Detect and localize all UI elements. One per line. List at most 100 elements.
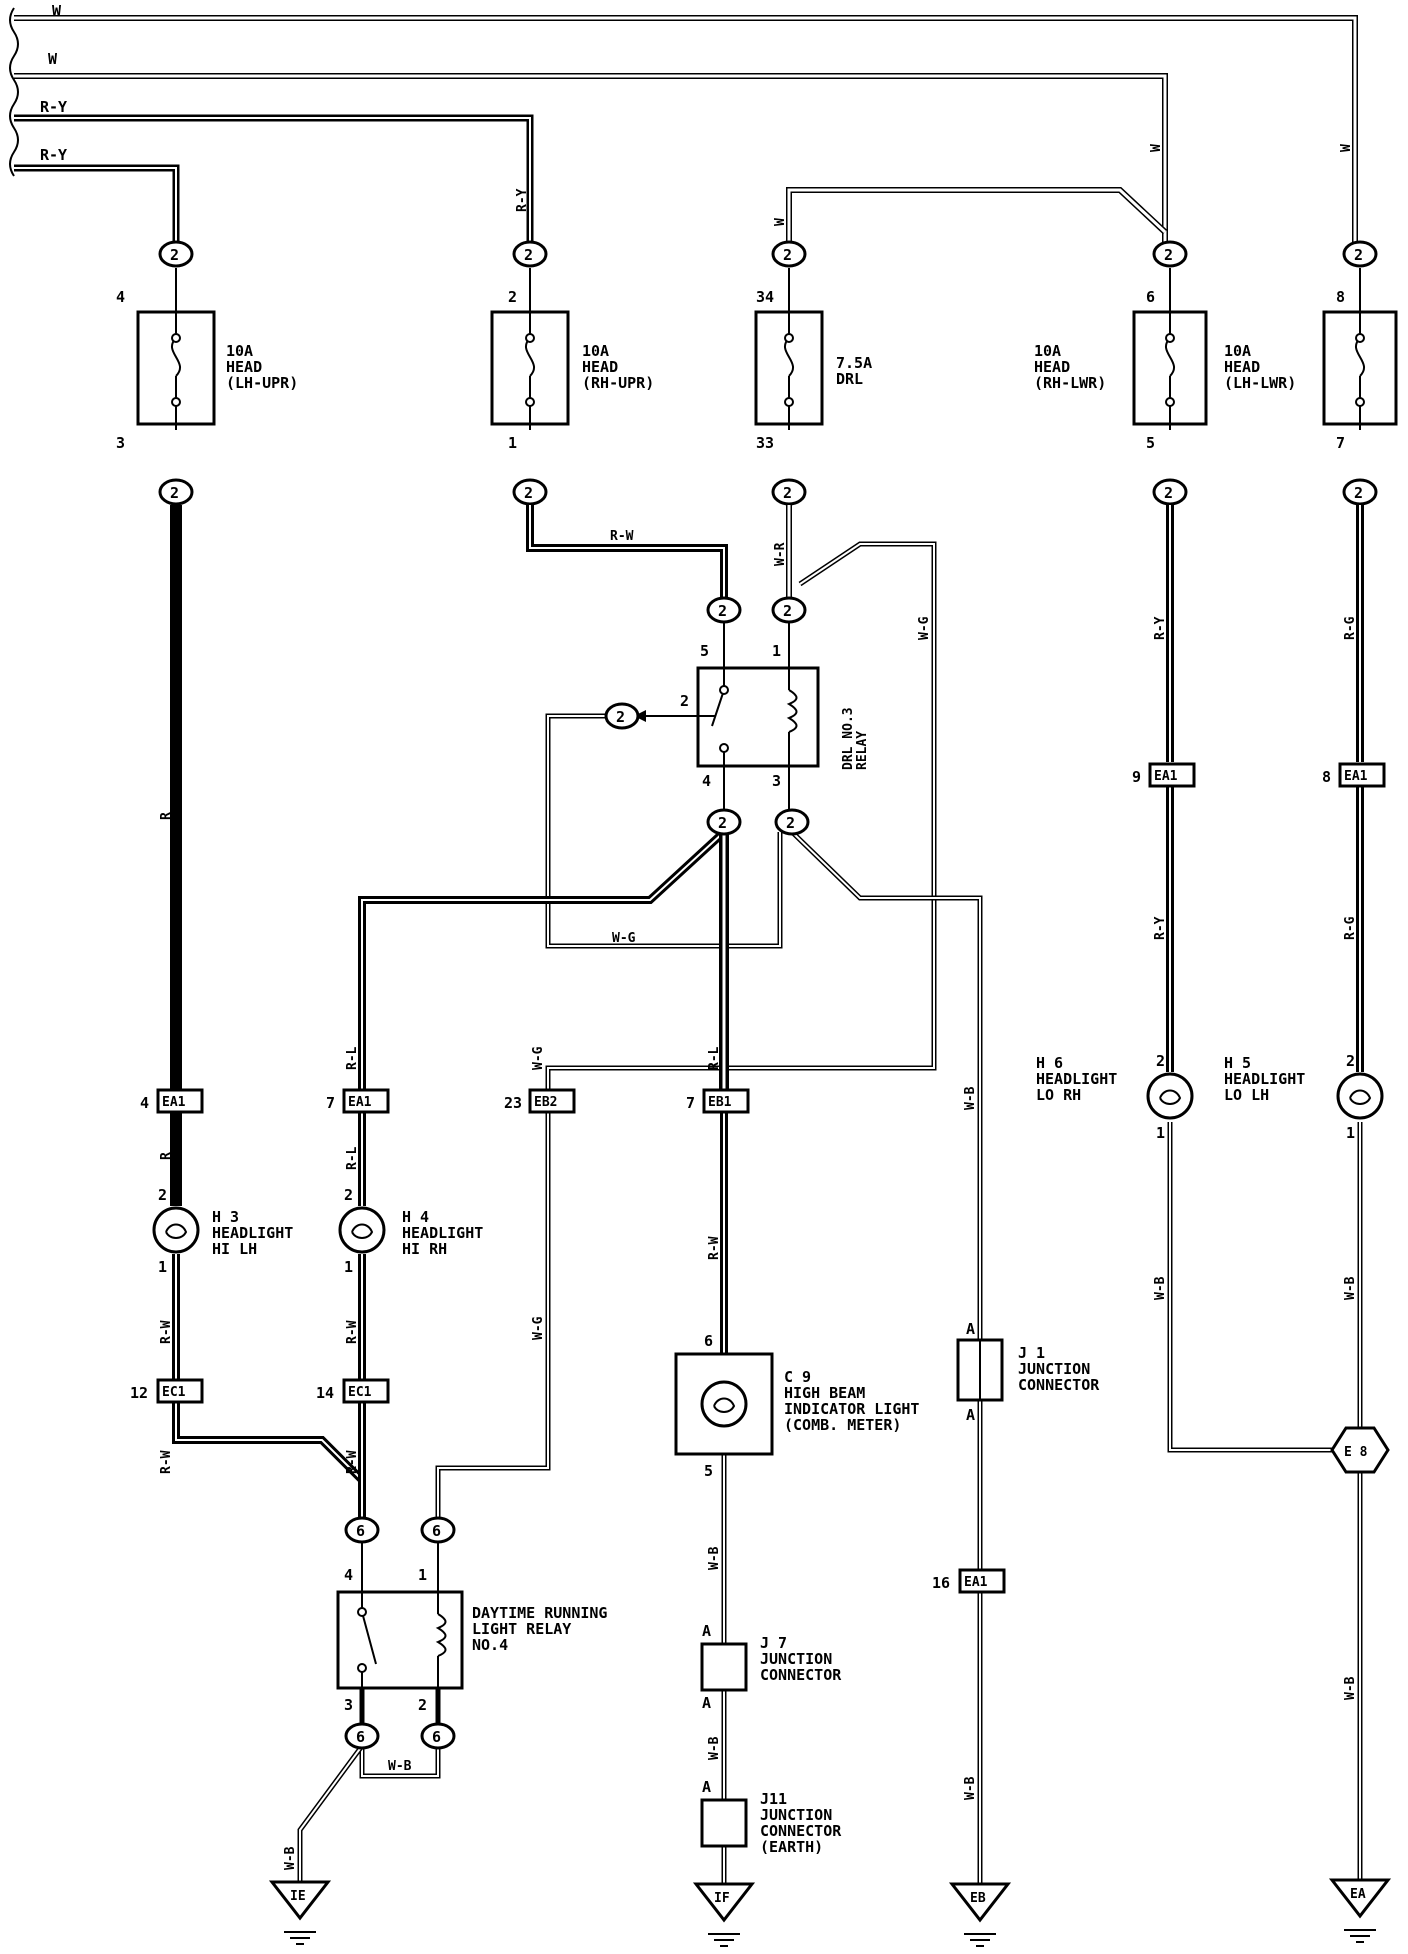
svg-text:W-G: W-G: [531, 1046, 546, 1070]
svg-text:R-G: R-G: [1343, 916, 1358, 940]
svg-text:A: A: [702, 1694, 711, 1712]
label-w-rhlwr: W: [1149, 144, 1164, 152]
svg-text:6: 6: [432, 1522, 441, 1540]
svg-text:EB1: EB1: [708, 1095, 732, 1110]
svg-text:2: 2: [718, 814, 727, 832]
svg-text:JUNCTION: JUNCTION: [760, 1806, 832, 1824]
svg-text:RELAY: RELAY: [855, 731, 870, 770]
j11-junction-connector: A J11 JUNCTION CONNECTOR (EARTH): [700, 1778, 842, 1856]
svg-text:6: 6: [356, 1728, 365, 1746]
svg-text:2: 2: [418, 1696, 427, 1714]
label-w-lhlwr: W: [1339, 144, 1354, 152]
svg-text:IF: IF: [714, 1891, 730, 1906]
svg-text:1: 1: [1346, 1124, 1355, 1142]
svg-text:J 7: J 7: [760, 1634, 787, 1652]
svg-text:8: 8: [1322, 768, 1331, 786]
svg-text:HEADLIGHT: HEADLIGHT: [1224, 1070, 1305, 1088]
svg-text:R: R: [159, 1152, 174, 1160]
svg-text:16: 16: [932, 1574, 950, 1592]
svg-text:2: 2: [680, 692, 689, 710]
svg-text:H 6: H 6: [1036, 1054, 1063, 1072]
svg-text:EB: EB: [970, 1891, 986, 1906]
svg-text:W-B: W-B: [707, 1736, 722, 1760]
svg-text:INDICATOR LIGHT: INDICATOR LIGHT: [784, 1400, 919, 1418]
drl-no3-relay: 2 2 2 2 2 5 1 2 4 3 DRL NO.3 RELAY: [604, 596, 870, 836]
label-ry-vert: R-Y: [515, 188, 530, 212]
svg-text:(LH-UPR): (LH-UPR): [226, 374, 298, 392]
svg-text:EA1: EA1: [162, 1095, 186, 1110]
svg-text:W-B: W-B: [388, 1759, 412, 1774]
svg-text:IE: IE: [290, 1889, 306, 1904]
svg-text:6: 6: [432, 1728, 441, 1746]
svg-text:4: 4: [140, 1094, 149, 1112]
svg-text:12: 12: [130, 1384, 148, 1402]
harness-break: [9, 7, 19, 177]
svg-text:7: 7: [686, 1094, 695, 1112]
drl-no4-relay: 6 6 6 6 4 1 3 2 DAYTIME RUNNING LIGHT RE…: [336, 1516, 607, 1750]
svg-text:2: 2: [1156, 1052, 1165, 1070]
fuse-head-lh-lwr: 2 8 7 10A HEAD (LH-LWR) 2: [1224, 240, 1398, 506]
svg-text:HEAD: HEAD: [1224, 358, 1260, 376]
svg-text:HEADLIGHT: HEADLIGHT: [212, 1224, 293, 1242]
svg-text:2: 2: [616, 708, 625, 726]
headlight-h3: 2 1 H 3 HEADLIGHT HI LH: [152, 1186, 293, 1276]
svg-text:R-G: R-G: [1343, 616, 1358, 640]
svg-text:EA1: EA1: [964, 1575, 988, 1590]
svg-text:W-B: W-B: [1343, 1276, 1358, 1300]
svg-text:2: 2: [1164, 246, 1173, 264]
svg-text:(COMB. METER): (COMB. METER): [784, 1416, 901, 1434]
headlight-h6: 2 1 H 6 HEADLIGHT LO RH: [1036, 1052, 1194, 1142]
svg-text:3: 3: [772, 772, 781, 790]
svg-text:R: R: [159, 812, 174, 820]
svg-text:HEADLIGHT: HEADLIGHT: [402, 1224, 483, 1242]
headlight-h5: 2 1 H 5 HEADLIGHT LO LH: [1224, 1052, 1384, 1142]
svg-text:6: 6: [1146, 288, 1155, 306]
ground-eb: EB: [948, 1882, 1012, 1947]
label-w-top: W: [52, 2, 62, 20]
label-ry-top: R-Y: [40, 98, 67, 116]
svg-text:EA1: EA1: [1344, 769, 1368, 784]
svg-text:1: 1: [772, 642, 781, 660]
svg-text:14: 14: [316, 1384, 334, 1402]
svg-text:W-G: W-G: [612, 931, 636, 946]
ground-if: IF: [692, 1882, 756, 1947]
svg-text:JUNCTION: JUNCTION: [760, 1650, 832, 1668]
svg-text:34: 34: [756, 288, 774, 306]
svg-text:(EARTH): (EARTH): [760, 1838, 823, 1856]
wire-labels: R R-W W-R W-G W-G R-Y R-G R-Y R-G R-L W-…: [159, 529, 1358, 1870]
fuse-row: 2 4 3 10A HEAD (LH-UPR) 2 2 2 1 10A HEAD…: [116, 240, 1398, 506]
svg-text:HEAD: HEAD: [582, 358, 618, 376]
svg-text:C 9: C 9: [784, 1368, 811, 1386]
svg-text:6: 6: [356, 1522, 365, 1540]
svg-text:R-W: R-W: [159, 1450, 174, 1474]
svg-text:7: 7: [326, 1094, 335, 1112]
svg-text:HEADLIGHT: HEADLIGHT: [1036, 1070, 1117, 1088]
wires-main: [170, 505, 1364, 1884]
svg-text:2: 2: [786, 814, 795, 832]
svg-text:CONNECTOR: CONNECTOR: [760, 1666, 842, 1684]
svg-text:7.5A: 7.5A: [836, 354, 872, 372]
svg-text:R-L: R-L: [345, 1146, 360, 1170]
splice-e8: E 8: [1330, 1426, 1390, 1474]
svg-text:5: 5: [700, 642, 709, 660]
svg-text:(RH-LWR): (RH-LWR): [1034, 374, 1106, 392]
svg-text:W-B: W-B: [963, 1776, 978, 1800]
label-w-second: W: [48, 50, 58, 68]
svg-text:R-Y: R-Y: [1153, 616, 1168, 640]
ground-ie: IE: [268, 1880, 332, 1945]
svg-text:W-G: W-G: [531, 1316, 546, 1340]
svg-text:J 1: J 1: [1018, 1344, 1045, 1362]
svg-text:10A: 10A: [1034, 342, 1061, 360]
svg-text:H 5: H 5: [1224, 1054, 1251, 1072]
svg-text:2: 2: [783, 246, 792, 264]
svg-text:H 4: H 4: [402, 1208, 429, 1226]
headlight-h4: 2 1 H 4 HEADLIGHT HI RH: [338, 1186, 483, 1276]
svg-text:DAYTIME RUNNING: DAYTIME RUNNING: [472, 1604, 607, 1622]
svg-text:1: 1: [508, 434, 517, 452]
svg-text:NO.4: NO.4: [472, 1636, 508, 1654]
svg-text:LO LH: LO LH: [1224, 1086, 1269, 1104]
svg-text:EB2: EB2: [534, 1095, 557, 1110]
svg-text:10A: 10A: [1224, 342, 1251, 360]
svg-text:3: 3: [344, 1696, 353, 1714]
